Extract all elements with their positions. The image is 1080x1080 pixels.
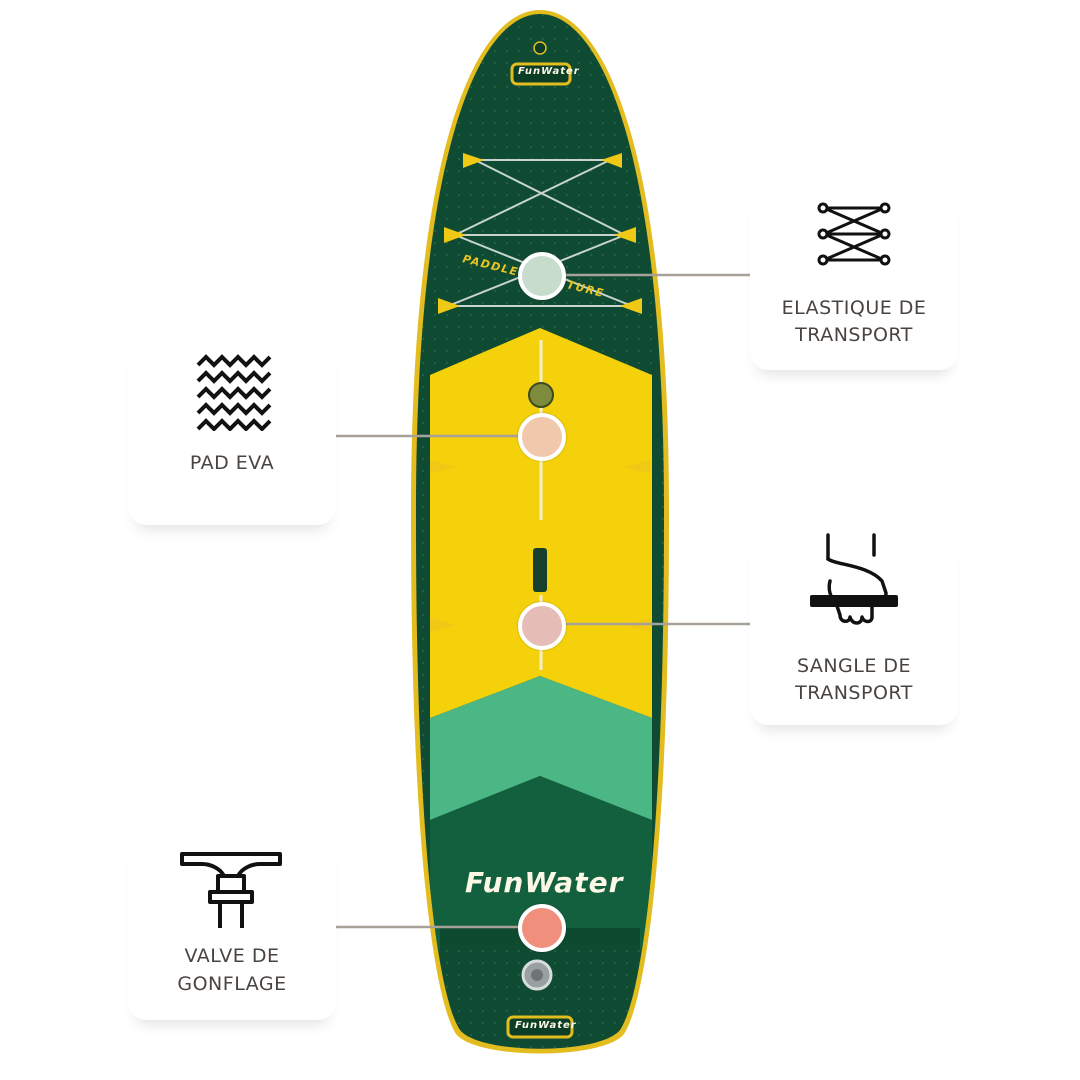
- feature-card-elastique: ELASTIQUE DE TRANSPORT: [750, 190, 958, 370]
- marker-elastique[interactable]: [518, 252, 566, 300]
- center-badge: [528, 382, 554, 408]
- d-ring-tabs: [430, 153, 650, 632]
- nose-handle: [510, 62, 572, 86]
- feature-label-line2: TRANSPORT: [795, 682, 913, 704]
- tail-brand-large: FunWater: [465, 866, 624, 899]
- carry-strap: [533, 548, 547, 592]
- feature-label-line1: VALVE DE: [184, 945, 280, 967]
- feature-label-line1: PAD EVA: [189, 452, 275, 474]
- feature-card-valve: VALVE DE GONFLAGE: [128, 840, 336, 1020]
- nose-brand: FunWater: [518, 66, 580, 77]
- tail-band: [430, 776, 652, 950]
- marker-sangle[interactable]: [518, 602, 566, 650]
- marker-valve[interactable]: [518, 904, 566, 952]
- feature-label-line1: SANGLE DE: [796, 655, 912, 677]
- connector-lines: [330, 273, 758, 929]
- feature-label-line2: TRANSPORT: [795, 324, 913, 346]
- marker-pad-eva[interactable]: [518, 413, 566, 461]
- feature-label-line1: ELASTIQUE DE: [781, 297, 927, 319]
- tail-brand-small: FunWater: [515, 1020, 577, 1031]
- eva-pattern-icon: [196, 354, 272, 431]
- mint-chevron: [430, 676, 652, 820]
- eva-pad: [430, 328, 652, 718]
- bungee-cord-icon: [817, 202, 891, 266]
- feature-card-sangle: SANGLE DE TRANSPORT: [750, 533, 958, 725]
- feature-card-pad-eva: PAD EVA: [128, 345, 336, 525]
- inflation-valve-icon: [180, 852, 282, 928]
- feature-label-line2: GONFLAGE: [177, 973, 287, 995]
- carry-handle-hand-icon: [810, 533, 898, 625]
- tail-handle: [506, 1015, 574, 1039]
